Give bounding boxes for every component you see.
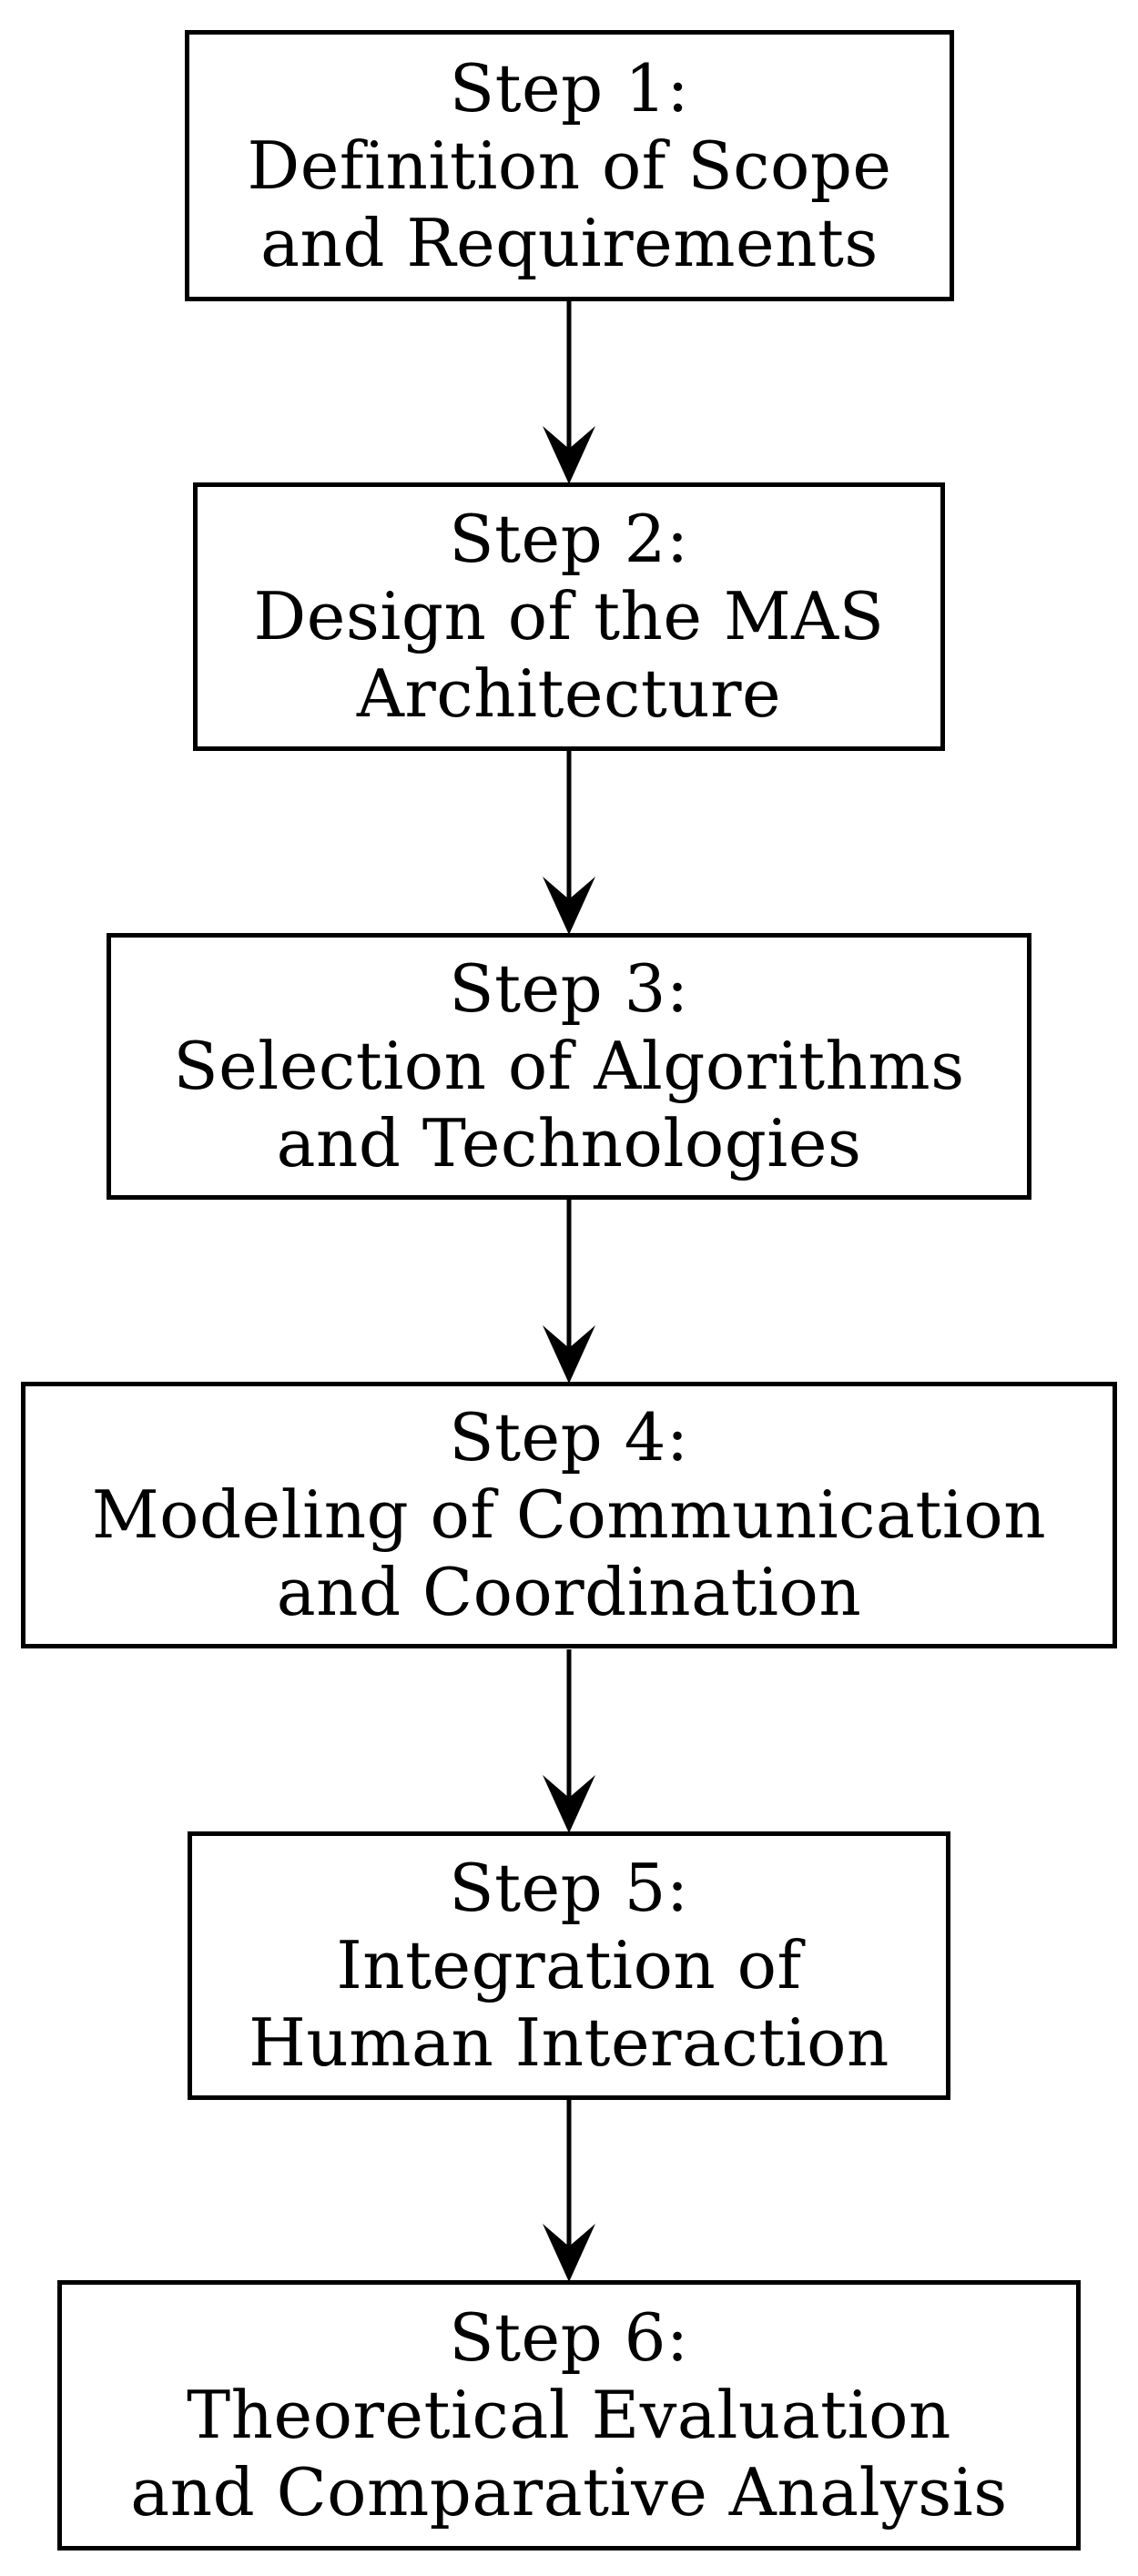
arrowhead-icon [543, 1325, 595, 1384]
step-6-label-line-2: and Comparative Analysis [130, 2454, 1008, 2530]
step-4-label-line-1: Modeling of Communication [91, 1476, 1047, 1553]
flow-arrow-2-3 [543, 751, 595, 935]
step-5-label-line-2: Human Interaction [249, 2004, 889, 2081]
flow-arrow-5-6 [543, 2098, 595, 2282]
flow-step-1: Step 1: Definition of Scope and Requirem… [185, 30, 954, 301]
step-1-label-line-2: and Requirements [260, 204, 879, 281]
flow-arrow-3-4 [543, 1200, 595, 1384]
step-3-number: Step 3: [449, 950, 689, 1027]
flow-step-4: Step 4: Modeling of Communication and Co… [21, 1382, 1117, 1648]
step-4-label-line-2: and Coordination [276, 1554, 862, 1630]
arrowhead-icon [543, 1775, 595, 1833]
step-1-number: Step 1: [449, 49, 690, 127]
step-6-label-line-1: Theoretical Evaluation [187, 2377, 951, 2453]
step-6-number: Step 6: [449, 2299, 689, 2376]
flow-arrow-4-5 [543, 1649, 595, 1833]
arrowhead-icon [543, 877, 595, 935]
step-3-label-line-1: Selection of Algorithms [173, 1028, 965, 1104]
flow-arrow-1-2 [543, 300, 595, 484]
flow-step-3: Step 3: Selection of Algorithms and Tech… [107, 933, 1031, 1200]
arrowhead-icon [543, 2224, 595, 2282]
flow-step-5: Step 5: Integration of Human Interaction [188, 1831, 950, 2100]
step-5-label-line-1: Integration of [336, 1927, 802, 2003]
step-2-label-line-1: Design of the MAS [253, 578, 885, 654]
step-3-label-line-2: and Technologies [276, 1105, 862, 1182]
step-4-number: Step 4: [449, 1399, 689, 1476]
step-1-label-line-1: Definition of Scope [247, 127, 892, 204]
step-2-label-line-2: Architecture [356, 655, 782, 732]
step-2-number: Step 2: [449, 501, 689, 577]
flow-step-2: Step 2: Design of the MAS Architecture [193, 482, 945, 751]
flow-step-6: Step 6: Theoretical Evaluation and Compa… [57, 2280, 1081, 2551]
step-5-number: Step 5: [449, 1850, 689, 1926]
arrowhead-icon [543, 426, 595, 484]
